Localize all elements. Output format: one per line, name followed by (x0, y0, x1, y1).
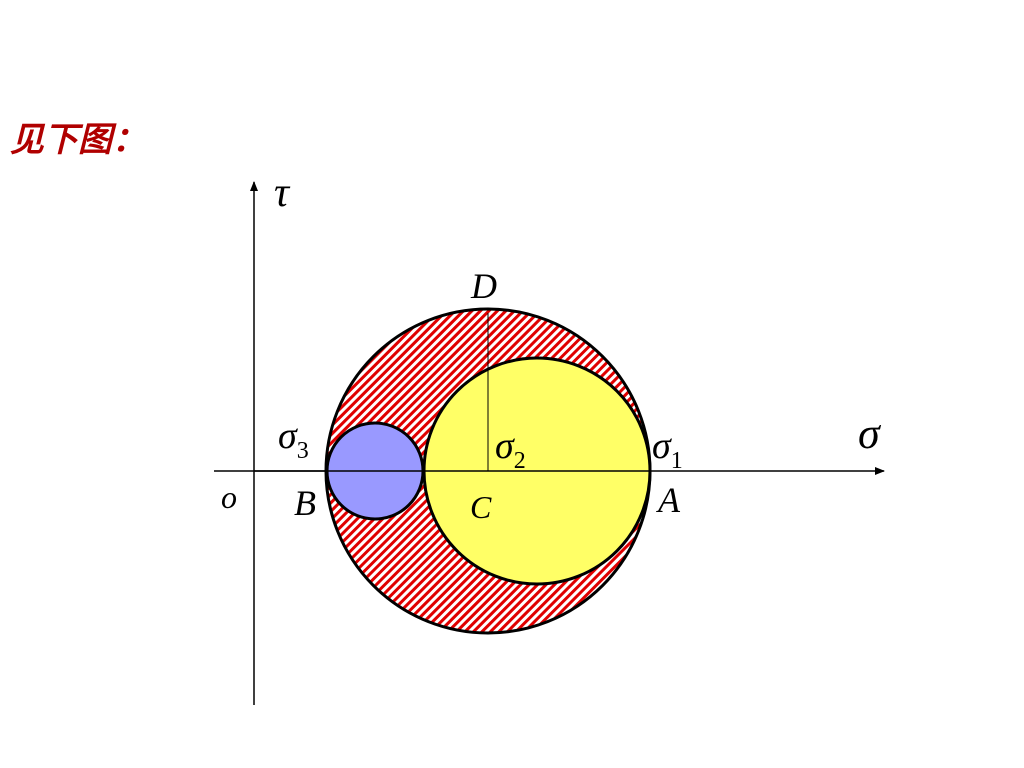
tau-label: τ (274, 170, 291, 216)
point-b-label: B (294, 483, 316, 523)
slide-heading: 见下图： (10, 120, 146, 160)
sigma-label: σ (858, 409, 882, 458)
sigma1-label: σ1 (652, 425, 683, 474)
sigma2-label: σ2 (495, 425, 526, 474)
origin-label: o (221, 479, 237, 515)
sigma3-label: σ3 (278, 415, 309, 464)
point-c-label: C (470, 489, 492, 525)
point-d-label: D (470, 266, 497, 306)
point-a-label: A (656, 480, 681, 520)
